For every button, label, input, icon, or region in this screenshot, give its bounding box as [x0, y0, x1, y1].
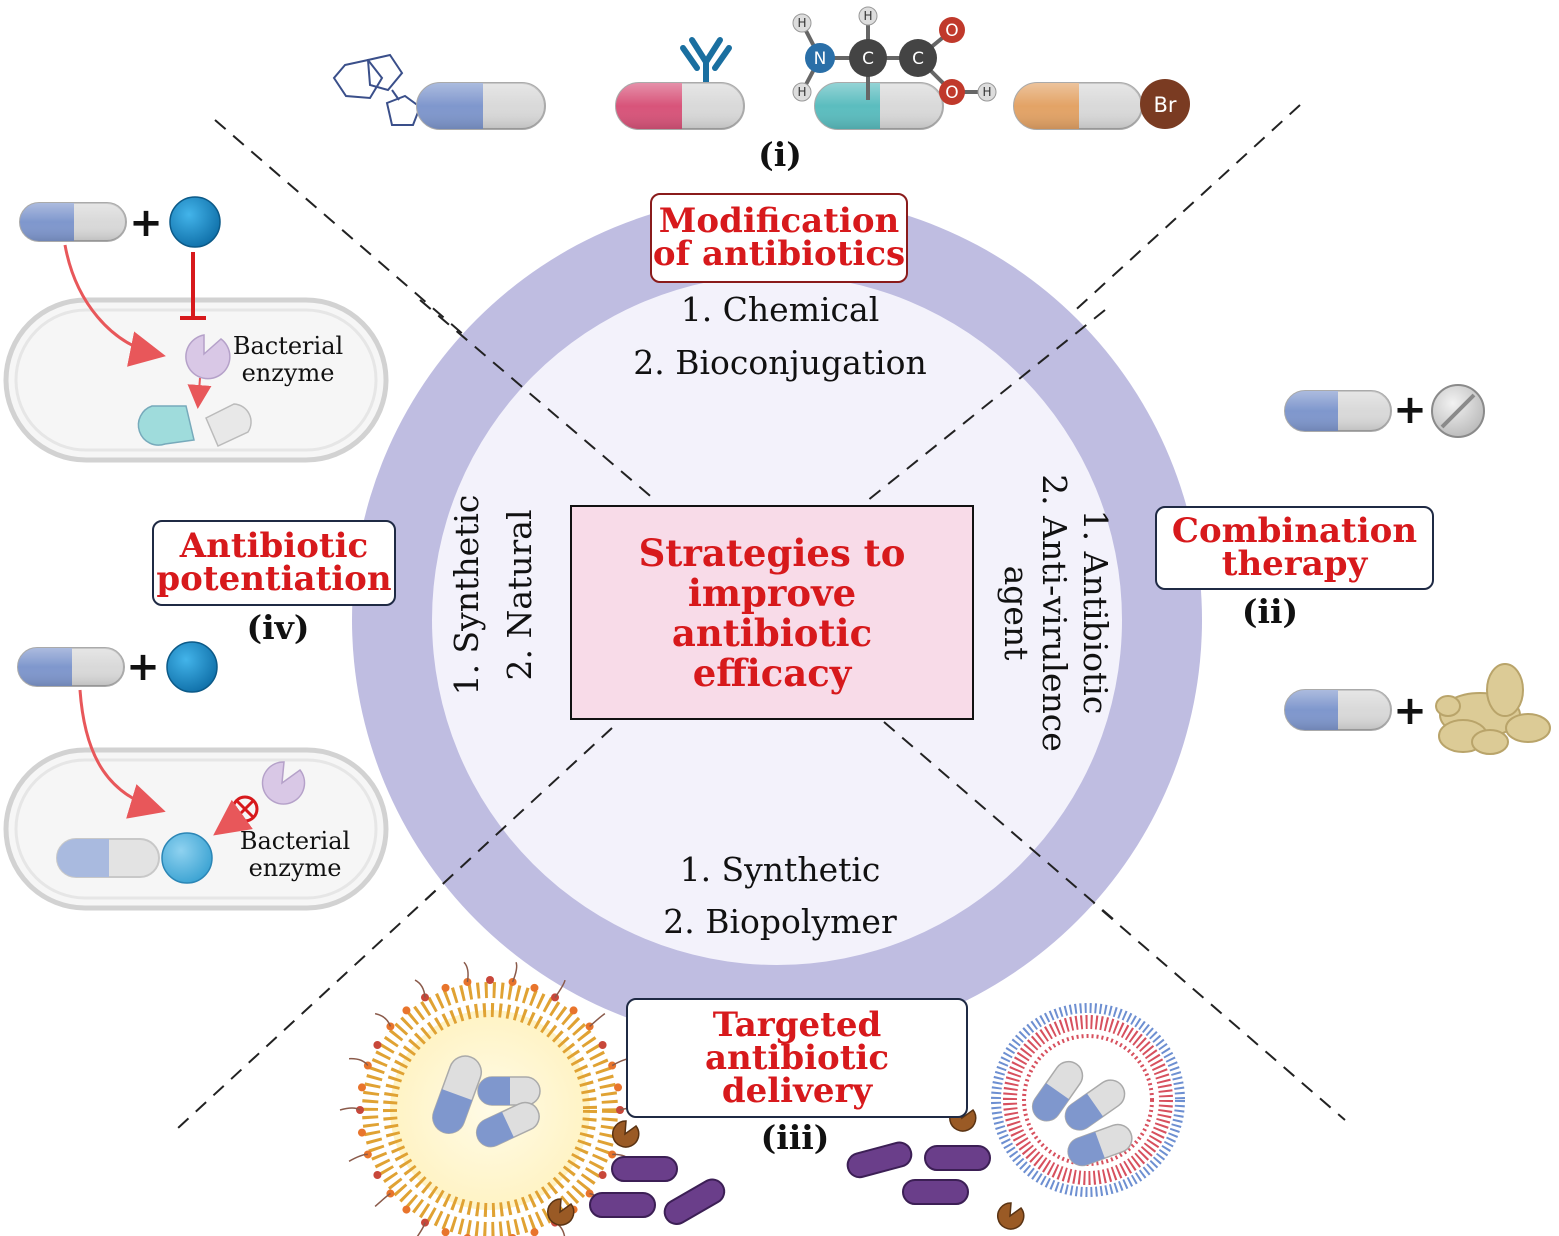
potentiation-title: Antibiotic potentiation: [156, 526, 392, 599]
atom-label: H: [982, 85, 991, 99]
label-i: (i): [758, 135, 802, 174]
lipid-head: [357, 1128, 366, 1137]
peg-chain: [414, 979, 426, 998]
right-item-1: 1. Antibiotic: [1076, 509, 1115, 715]
modification-title-box: Modification of antibiotics: [650, 193, 908, 283]
lipid-head: [441, 1228, 450, 1236]
peg-chain: [374, 1012, 392, 1027]
delivery-title-box: Targeted antibiotic delivery: [626, 998, 968, 1118]
lipid-head: [530, 983, 539, 992]
right-item-2: 2. Anti-virulence agent: [997, 474, 1074, 752]
lipid-head: [402, 1006, 411, 1015]
peg-chain: [348, 1153, 368, 1162]
center-title: Strategies to improve antibiotic efficac…: [638, 530, 906, 695]
peg-chain: [589, 1012, 606, 1027]
atom-label: H: [797, 85, 806, 99]
atom-label: C: [862, 49, 874, 69]
capsule-blue-right-1-icon: [1284, 390, 1392, 432]
plus-sign: +: [1393, 387, 1427, 433]
lipid-head: [441, 983, 450, 992]
peg-chain: [349, 1057, 369, 1067]
peg-chain: [416, 1222, 426, 1236]
lipid-head: [569, 1006, 578, 1015]
atom-label: O: [945, 21, 958, 41]
combination-title-box: Combination therapy: [1155, 506, 1434, 590]
combination-title: Combination therapy: [1171, 511, 1418, 584]
capsule-teal-icon: [814, 82, 944, 130]
lipid-head: [508, 977, 517, 986]
peg-chain: [463, 961, 469, 983]
bottom-item-2: 2. Biopolymer: [663, 902, 897, 941]
liposome-capsules-icon: [432, 1055, 541, 1148]
capsule-blue-top-icon: [416, 82, 546, 130]
atom-label: C: [912, 49, 924, 69]
capsule-blue-left-top-icon: [19, 202, 127, 242]
bromine-atom-icon: Br: [1140, 79, 1190, 129]
liposome-icon: [339, 961, 641, 1236]
adjuvant-ball-icon: [166, 641, 218, 693]
left-item-1: 1. Synthetic: [447, 494, 486, 696]
lipid-head: [598, 1171, 607, 1179]
lipid-head: [373, 1171, 382, 1179]
adjuvant-ball-icon: [169, 196, 221, 248]
lipid-head: [598, 1041, 607, 1049]
plus-sign: +: [129, 200, 163, 246]
label-iii: (iii): [760, 1118, 830, 1157]
enzyme-label-bottom: Bacterial enzyme: [239, 827, 351, 882]
antibody-icon: [680, 37, 732, 91]
atom-label: H: [863, 9, 872, 23]
enzyme-pacman-small-icon: [547, 1104, 1025, 1230]
plus-sign: +: [126, 644, 160, 690]
modification-title: Modification of antibiotics: [652, 201, 906, 274]
enzyme-pacman-icon: [261, 761, 306, 805]
arrow-to-cleavage-icon: [187, 377, 212, 409]
top-item-1: 1. Chemical: [680, 290, 880, 329]
lipid-head: [373, 1041, 382, 1049]
broken-capsule-icon: [137, 403, 252, 448]
ginger-root-icon: [1435, 663, 1551, 755]
peg-chain: [554, 979, 566, 998]
amino-acid-molecule-icon: H H H H N C C O O: [792, 6, 997, 105]
capsule-blue-right-2-icon: [1284, 689, 1392, 731]
protected-capsule-icon: [56, 838, 160, 878]
lipid-head: [357, 1083, 366, 1092]
arrow-to-enzyme-icon: [63, 244, 166, 367]
bromine-label: Br: [1153, 93, 1176, 117]
peg-chain: [339, 1107, 361, 1111]
bound-adjuvant-icon: [161, 832, 213, 884]
potentiation-title-box: Antibiotic potentiation: [152, 520, 396, 606]
left-item-2: 2. Natural: [500, 509, 539, 681]
center-box: Strategies to improve antibiotic efficac…: [570, 505, 974, 720]
blocked-arrow-icon: [213, 799, 253, 836]
capsule-orange-icon: [1013, 82, 1143, 130]
label-ii: (ii): [1241, 592, 1299, 631]
atom-label: O: [945, 83, 958, 103]
inhibition-icon: [180, 252, 206, 320]
atom-label: N: [814, 49, 827, 69]
bacteria-rods-icon: [589, 1141, 991, 1225]
atom-label: H: [797, 16, 806, 30]
enzyme-label-top: Bacterial enzyme: [232, 332, 344, 387]
lipid-head: [614, 1083, 623, 1092]
peg-chain: [511, 962, 518, 983]
plus-sign: +: [1393, 688, 1427, 734]
bottom-item-1: 1. Synthetic: [679, 850, 881, 889]
tablet-icon: [1431, 384, 1485, 438]
lipid-head: [486, 976, 494, 984]
label-iv: (iv): [246, 608, 310, 647]
arrow-to-complex-icon: [78, 689, 166, 819]
capsule-pink-icon: [615, 82, 745, 130]
bacterial-cell-top-icon: [3, 297, 389, 463]
divider-top-right: [861, 104, 1301, 506]
pentagon-molecule-icon: [332, 53, 422, 126]
peg-chain: [374, 1192, 391, 1207]
top-item-2: 2. Bioconjugation: [633, 343, 927, 382]
capsule-blue-left-bottom-icon: [17, 647, 125, 687]
enzyme-pacman-icon: [185, 334, 231, 380]
delivery-title: Targeted antibiotic delivery: [704, 1004, 890, 1111]
nanoparticle-capsules-icon: [1031, 1060, 1133, 1167]
lipid-head: [530, 1228, 539, 1236]
lipid-head: [402, 1205, 411, 1214]
